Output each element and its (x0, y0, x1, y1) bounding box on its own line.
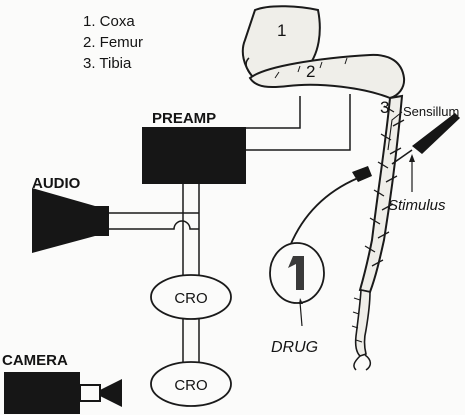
drug-electrode: DRUG (269, 166, 372, 356)
legend: 1. Coxa 2. Femur 3. Tibia (83, 13, 143, 72)
insect-leg: 1 2 3 (241, 5, 406, 371)
stimulus-label: Stimulus (388, 197, 446, 214)
camera-unit: CAMERA (2, 352, 122, 414)
drug-vial (288, 256, 304, 290)
segment-number-tibia: 3 (380, 98, 389, 117)
signal-cable (182, 184, 200, 363)
audio-speaker: AUDIO (32, 175, 109, 253)
audio-label: AUDIO (32, 175, 81, 192)
stimulus-pipette: Sensillum Stimulus (387, 104, 460, 214)
drug-label: DRUG (271, 339, 318, 356)
segment-number-femur: 2 (306, 62, 315, 81)
sensillum-label: Sensillum (403, 104, 459, 119)
cro-bottom-label: CRO (174, 377, 207, 394)
preamp-label: PREAMP (152, 110, 216, 127)
camera-label: CAMERA (2, 352, 68, 369)
femur-segment (248, 53, 406, 100)
preamp-unit: PREAMP (142, 110, 246, 184)
electrode-wires (246, 94, 351, 151)
legend-item-coxa: 1. Coxa (83, 13, 135, 30)
audio-cable (109, 212, 199, 230)
segment-number-coxa: 1 (277, 21, 286, 40)
cro-top: CRO (150, 274, 232, 320)
cro-top-label: CRO (174, 290, 207, 307)
legend-item-femur: 2. Femur (83, 34, 143, 51)
tarsus-segment (354, 289, 371, 357)
cro-bottom: CRO (150, 361, 232, 407)
legend-item-tibia: 3. Tibia (83, 55, 132, 72)
